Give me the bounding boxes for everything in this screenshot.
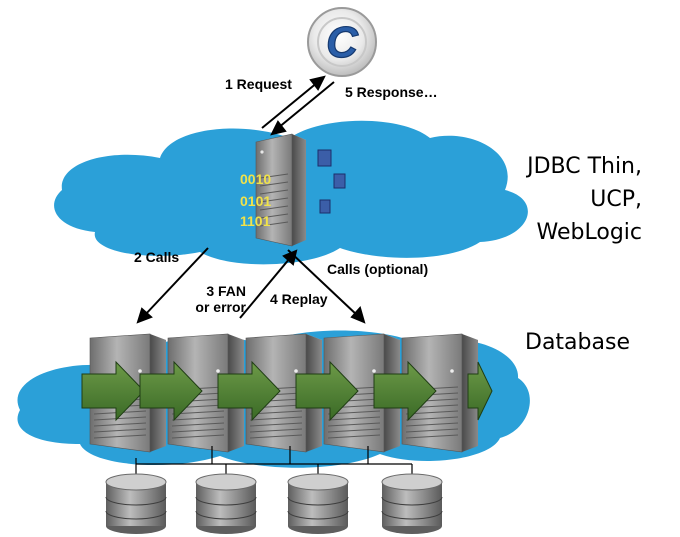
request-label: 1 Request: [225, 76, 292, 92]
disk-icon: [381, 473, 443, 534]
response-label: 5 Response…: [345, 84, 438, 100]
disk-band: [287, 496, 349, 506]
disk-top: [287, 473, 349, 491]
database-server-icon: [217, 333, 322, 453]
failover-arrow-icon: [81, 360, 145, 422]
request-response-arrows: [261, 75, 335, 136]
calls-optional-label: Calls (optional): [327, 261, 429, 277]
failover-arrow-icon: [139, 360, 203, 422]
server-vent: [327, 416, 381, 421]
server-vent: [249, 416, 303, 421]
replay-label: 4 Replay: [270, 291, 328, 307]
disk-icon: [287, 473, 349, 534]
server-vent: [93, 434, 147, 439]
server-vent: [171, 428, 225, 433]
server-vent: [249, 434, 303, 439]
failover-arrow-icon: [295, 360, 359, 422]
disk-band: [287, 510, 349, 520]
server-vent: [405, 428, 459, 433]
disk-band: [195, 496, 257, 506]
disk-icon: [195, 473, 257, 534]
binary-line: 0101: [240, 193, 271, 209]
fan-label: 3 FAN or error: [188, 283, 246, 315]
binary-data-text: 0010 0101 1101: [240, 171, 271, 229]
server-vent: [405, 434, 459, 439]
binary-line: 1101: [240, 213, 271, 229]
middle-tier-label: JDBC Thin, UCP, WebLogic: [527, 150, 642, 249]
middle-tier-line: WebLogic: [536, 220, 642, 245]
disk-band: [195, 510, 257, 520]
storage-disks: [105, 473, 443, 534]
client-icon: C: [307, 7, 377, 77]
database-server-icon: [81, 333, 166, 453]
disk-band: [381, 496, 443, 506]
server-vent: [405, 422, 459, 427]
failover-arrow-icon: [217, 360, 281, 422]
server-vent: [93, 416, 147, 421]
calls-label: 2 Calls: [134, 249, 180, 265]
server-vent: [327, 434, 381, 439]
fan-label-line1: 3 FAN: [206, 283, 246, 299]
database-server-icon: [139, 333, 244, 453]
server-led: [450, 369, 454, 373]
server-vent: [327, 428, 381, 433]
disk-top: [195, 473, 257, 491]
server-vent: [249, 428, 303, 433]
server-led: [372, 369, 376, 373]
server-vent: [93, 422, 147, 427]
failover-arrow-icon: [373, 360, 437, 422]
database-server-icon: [295, 333, 400, 453]
middle-tier-line: UCP,: [590, 187, 642, 212]
server-vent: [93, 428, 147, 433]
disk-band: [381, 510, 443, 520]
failover-arrow-icon: [467, 361, 493, 421]
disk-band: [105, 510, 167, 520]
server-vent: [249, 422, 303, 427]
server-vent: [171, 422, 225, 427]
middle-tier-server-icon: [255, 133, 346, 247]
database-server-icon: [373, 333, 478, 453]
client-glyph: C: [326, 18, 359, 67]
server-vent: [327, 422, 381, 427]
server-led: [294, 369, 298, 373]
server-vent: [405, 416, 459, 421]
disk-top: [381, 473, 443, 491]
database-label: Database: [525, 330, 630, 355]
disk-icon: [105, 473, 167, 534]
fan-label-line2: or error: [195, 299, 246, 315]
disk-band: [105, 496, 167, 506]
middle-tier-line: JDBC Thin,: [527, 154, 642, 179]
disk-top: [105, 473, 167, 491]
database-servers: [81, 333, 493, 453]
server-vent: [171, 434, 225, 439]
binary-line: 0010: [240, 171, 271, 187]
server-vent: [171, 416, 225, 421]
calls-arrows: [136, 247, 366, 324]
server-led: [216, 369, 220, 373]
server-led: [138, 369, 142, 373]
